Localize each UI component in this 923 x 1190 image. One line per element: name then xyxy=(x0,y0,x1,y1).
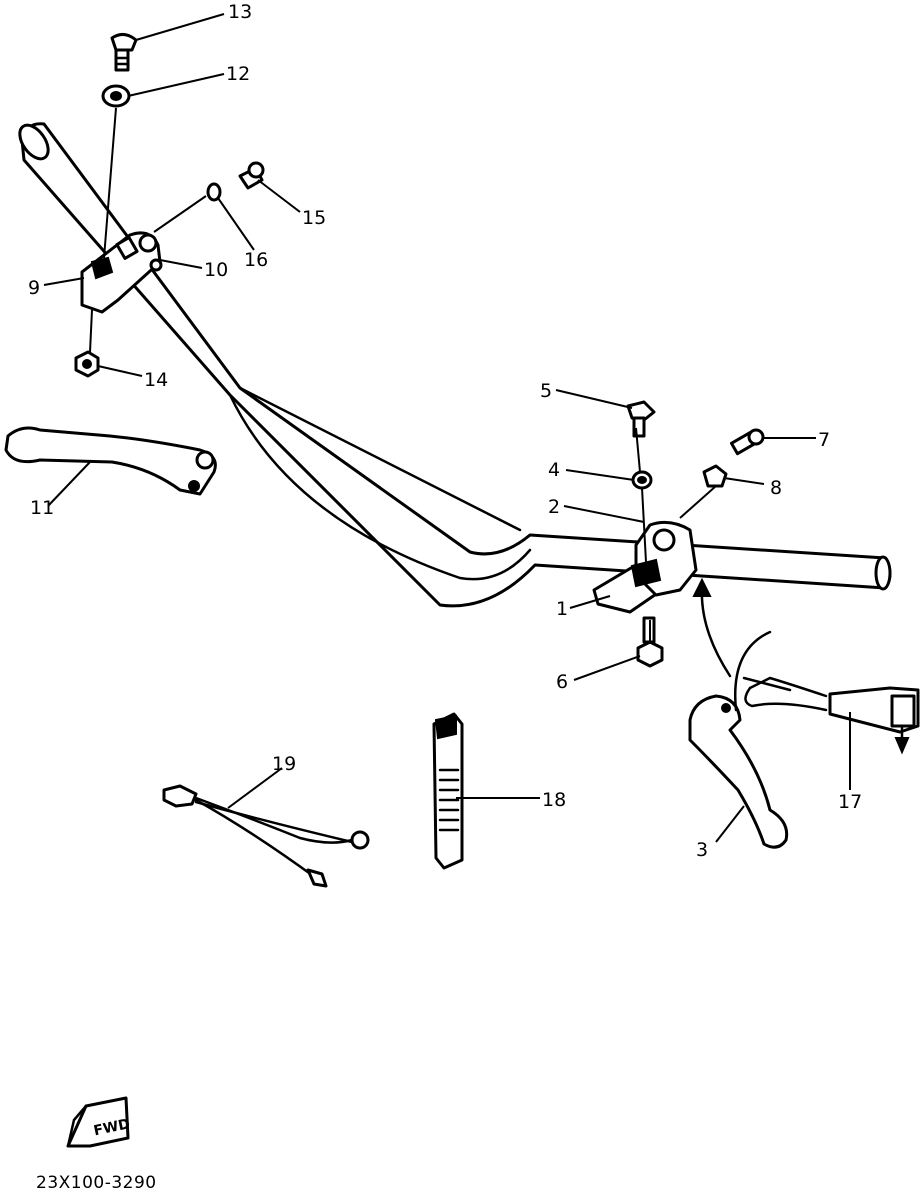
callout-3: 3 xyxy=(696,839,708,861)
callout-16: 16 xyxy=(244,249,268,271)
washer-16 xyxy=(206,182,222,202)
left-lever xyxy=(4,426,217,496)
fwd-symbol: FWD xyxy=(66,1096,131,1148)
drawing-code: 23X100-3290 xyxy=(36,1173,157,1190)
left-bar-holder xyxy=(80,231,163,314)
callout-8: 8 xyxy=(770,477,782,499)
right-bar-holder xyxy=(592,520,698,644)
callout-19: 19 xyxy=(272,753,296,775)
wire-harness-19 xyxy=(162,784,370,888)
callout-11: 11 xyxy=(30,497,54,519)
callout-2: 2 xyxy=(548,496,560,518)
callout-13: 13 xyxy=(228,1,252,23)
callout-6: 6 xyxy=(556,671,568,693)
callout-1: 1 xyxy=(556,598,568,620)
fwd-label: FWD xyxy=(92,1116,131,1139)
callout-17: 17 xyxy=(838,791,862,813)
bolt-7 xyxy=(729,428,765,456)
right-lever xyxy=(688,694,789,849)
washer-4 xyxy=(631,470,653,490)
callout-18: 18 xyxy=(542,789,566,811)
lever-switch xyxy=(734,630,920,755)
callout-4: 4 xyxy=(548,459,560,481)
bolt-5 xyxy=(626,400,656,438)
callout-15: 15 xyxy=(302,207,326,229)
leader-lines xyxy=(43,13,851,843)
band-18 xyxy=(432,712,464,870)
washer-8 xyxy=(702,464,728,488)
nut-14 xyxy=(74,350,100,378)
nut-6 xyxy=(636,640,664,668)
callout-9: 9 xyxy=(28,277,40,299)
handlebar xyxy=(18,122,892,608)
washer-12 xyxy=(101,84,131,108)
callout-14: 14 xyxy=(144,369,168,391)
callout-12: 12 xyxy=(226,63,250,85)
callout-10: 10 xyxy=(204,259,228,281)
callout-5: 5 xyxy=(540,380,552,402)
bolt-15 xyxy=(238,161,265,190)
callout-7: 7 xyxy=(818,429,830,451)
bolt-13 xyxy=(110,33,138,72)
callout-labels: 1 2 3 4 5 6 7 8 9 10 11 12 13 14 15 16 1… xyxy=(28,1,862,861)
fitting-arrow xyxy=(692,577,732,678)
